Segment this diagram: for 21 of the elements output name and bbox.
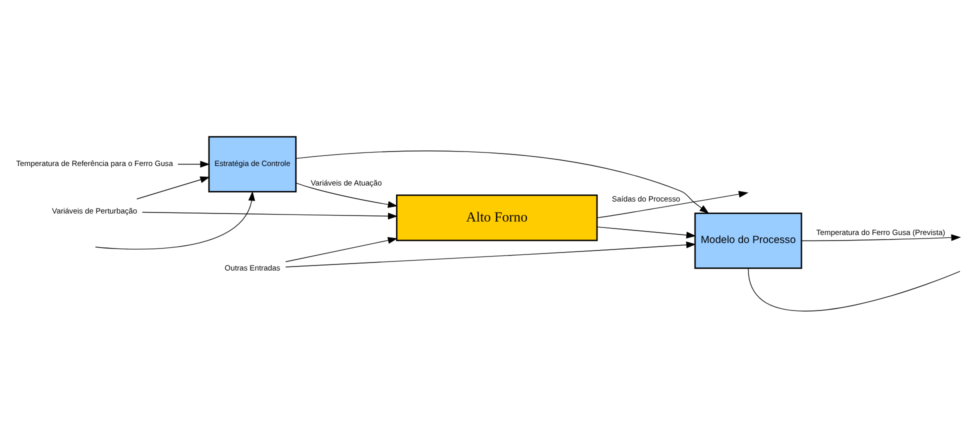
node-box: Modelo do Processo (694, 212, 802, 268)
arrow (801, 234, 961, 241)
arrow (296, 150, 710, 214)
arrow (142, 211, 398, 219)
arrow (178, 160, 210, 168)
arrow (136, 176, 210, 199)
node-text: Temperatura de Referência para o Ferro Gusa (16, 158, 174, 168)
arrow (285, 236, 398, 262)
node-box: Alto Forno (396, 194, 598, 241)
edge-label: Temperatura do Ferro Gusa (Prevista) (816, 228, 946, 237)
edge-label: Saídas do Processo (612, 194, 680, 204)
edge-label: Variáveis de Atuação (310, 178, 382, 188)
arrow (296, 182, 398, 208)
arrow (285, 240, 696, 267)
connector (748, 268, 960, 311)
arrow (95, 190, 256, 250)
node-text: Outras Entradas (224, 263, 280, 272)
node-box: Estratégia de Controle (208, 136, 297, 192)
arrow (596, 190, 748, 218)
node-text: Variáveis de Perturbação (52, 206, 138, 215)
arrow (596, 226, 696, 238)
